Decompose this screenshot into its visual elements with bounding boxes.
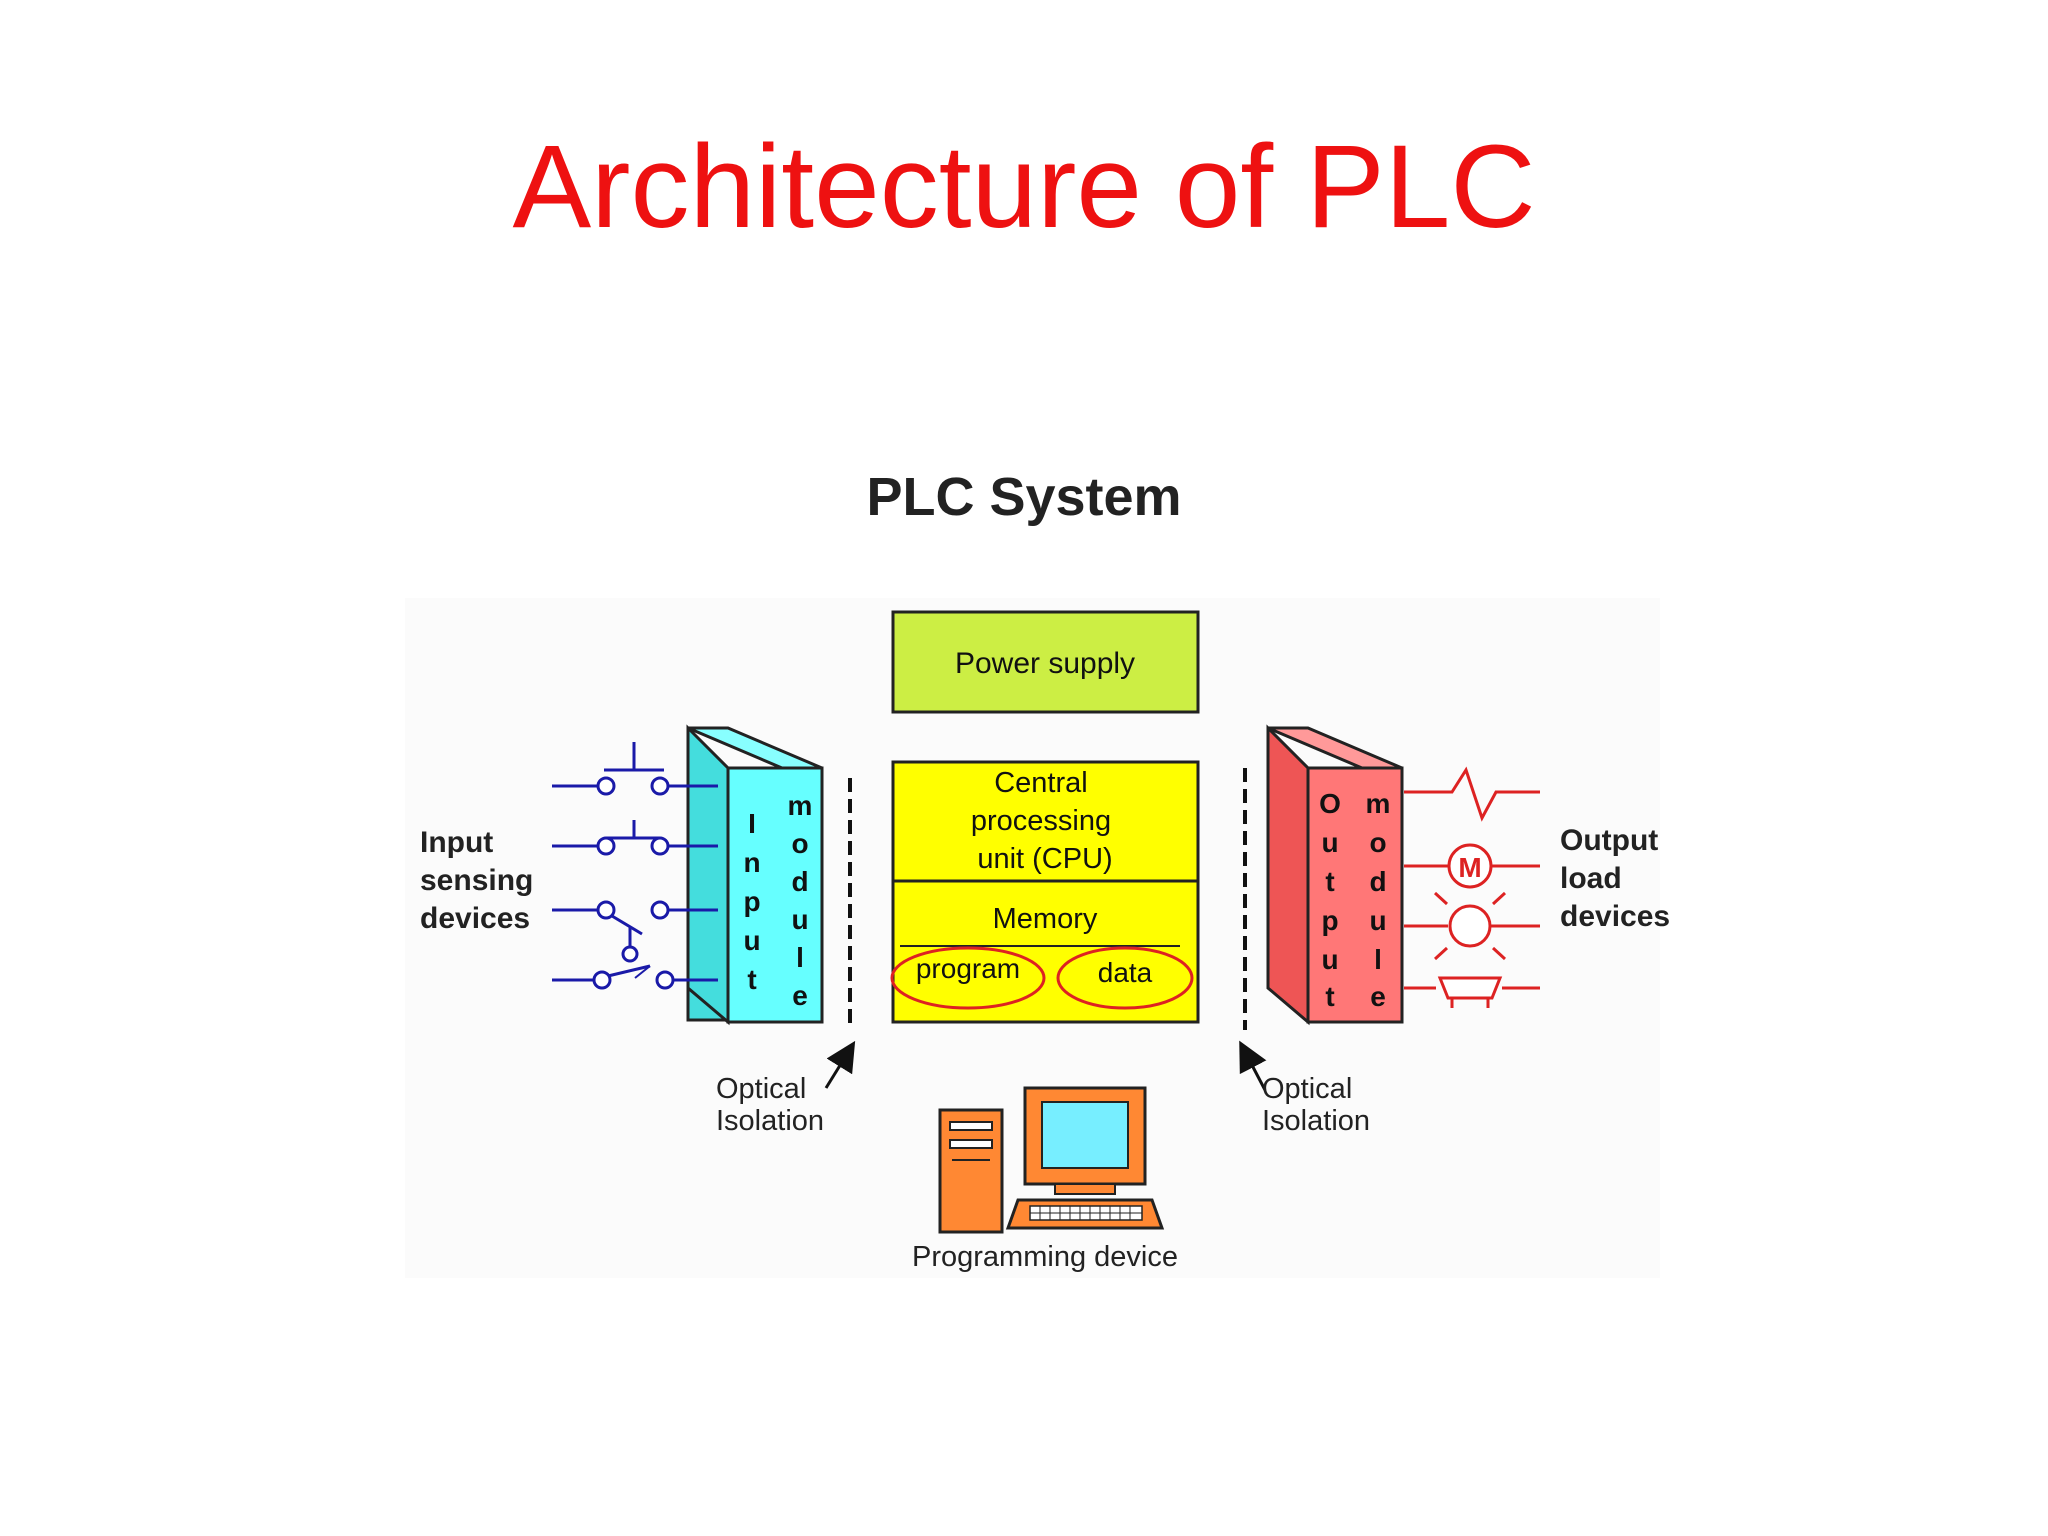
output-label-line3: devices: [1560, 900, 1670, 933]
data-ellipse: [1056, 946, 1194, 1010]
output-devices-label: Output load devices: [1560, 824, 1670, 933]
output-letter: t: [1325, 981, 1334, 1012]
input-letter: p: [743, 886, 760, 917]
memory-label: Memory: [993, 903, 1098, 935]
pushbutton-no-icon: [552, 742, 718, 796]
module-letter: o: [1369, 827, 1386, 858]
input-module-col2: m o d u l e: [788, 790, 813, 1011]
optical-isolation-left: Optical Isolation: [716, 1040, 856, 1137]
memory-data-label: data: [1098, 957, 1153, 988]
input-module-col1: I n p u t: [743, 808, 760, 995]
programming-device-label: Programming device: [912, 1241, 1178, 1273]
output-letter: t: [1325, 866, 1334, 897]
motor-letter: M: [1458, 852, 1481, 883]
optical-left-line2: Isolation: [716, 1105, 824, 1137]
module-letter: e: [792, 980, 808, 1011]
input-switches: [552, 742, 718, 990]
module-letter: u: [791, 904, 808, 935]
output-label-line2: load: [1560, 862, 1622, 895]
input-label-line3: devices: [420, 902, 530, 935]
output-module-col2: m o d u l e: [1366, 788, 1391, 1012]
contact-switch-icon: [552, 964, 718, 990]
program-ellipse: [890, 946, 1046, 1010]
slide-title: Architecture of PLC: [512, 121, 1536, 253]
cpu-label-line2: processing: [971, 805, 1111, 837]
input-letter: I: [748, 808, 756, 839]
cpu-memory-block: Central processing unit (CPU) Memory pro…: [890, 760, 1200, 1024]
cpu-label-line3: unit (CPU): [977, 843, 1112, 875]
module-letter: d: [791, 866, 808, 897]
svg-text:Central processing: Central processing unit (CPU): [971, 767, 1119, 875]
motor-icon: M: [1404, 843, 1540, 889]
diagram-title: PLC System: [866, 467, 1181, 527]
module-letter: e: [1370, 981, 1386, 1012]
input-label-line2: sensing: [420, 864, 533, 897]
optical-left-line1: Optical: [716, 1073, 806, 1105]
module-letter: l: [796, 942, 804, 973]
float-switch-icon: [552, 900, 718, 963]
optical-right-line2: Isolation: [1262, 1105, 1370, 1137]
output-letter: u: [1321, 944, 1338, 975]
cpu-label-line1: Central: [994, 767, 1088, 799]
module-letter: m: [788, 790, 813, 821]
output-module-col1: O u t p u t: [1319, 788, 1341, 1012]
memory-program-label: program: [916, 953, 1020, 984]
lamp-icon: [1404, 891, 1540, 961]
input-letter: t: [747, 964, 756, 995]
output-letter: O: [1319, 788, 1341, 819]
module-letter: u: [1369, 905, 1386, 936]
power-supply-block: Power supply: [891, 610, 1200, 714]
module-letter: l: [1374, 944, 1382, 975]
output-label-line1: Output: [1560, 824, 1658, 857]
optical-right-line1: Optical: [1262, 1073, 1352, 1105]
output-module: O u t p u t m o d u l e: [1266, 724, 1404, 1026]
heater-icon: [1404, 766, 1540, 822]
output-devices: M: [1404, 766, 1540, 1008]
input-label-line1: Input: [420, 826, 493, 859]
optical-isolation-right: Optical Isolation: [1239, 1040, 1370, 1137]
computer-icon: [938, 1086, 1165, 1234]
svg-text:Optical Isolation: Optical Isolation: [716, 1073, 824, 1137]
input-letter: u: [743, 925, 760, 956]
input-devices-label: Input sensing devices: [420, 826, 542, 935]
output-letter: p: [1321, 905, 1338, 936]
output-letter: u: [1321, 827, 1338, 858]
power-supply-label: Power supply: [955, 647, 1135, 680]
horn-icon: [1404, 976, 1540, 1008]
module-letter: o: [791, 828, 808, 859]
input-letter: n: [743, 847, 760, 878]
module-letter: m: [1366, 788, 1391, 819]
input-module: I n p u t m o d u l e: [686, 724, 824, 1026]
module-letter: d: [1369, 866, 1386, 897]
svg-text:Optical Isolation: Optical Isolation: [1262, 1073, 1370, 1137]
pushbutton-nc-icon: [552, 820, 718, 856]
